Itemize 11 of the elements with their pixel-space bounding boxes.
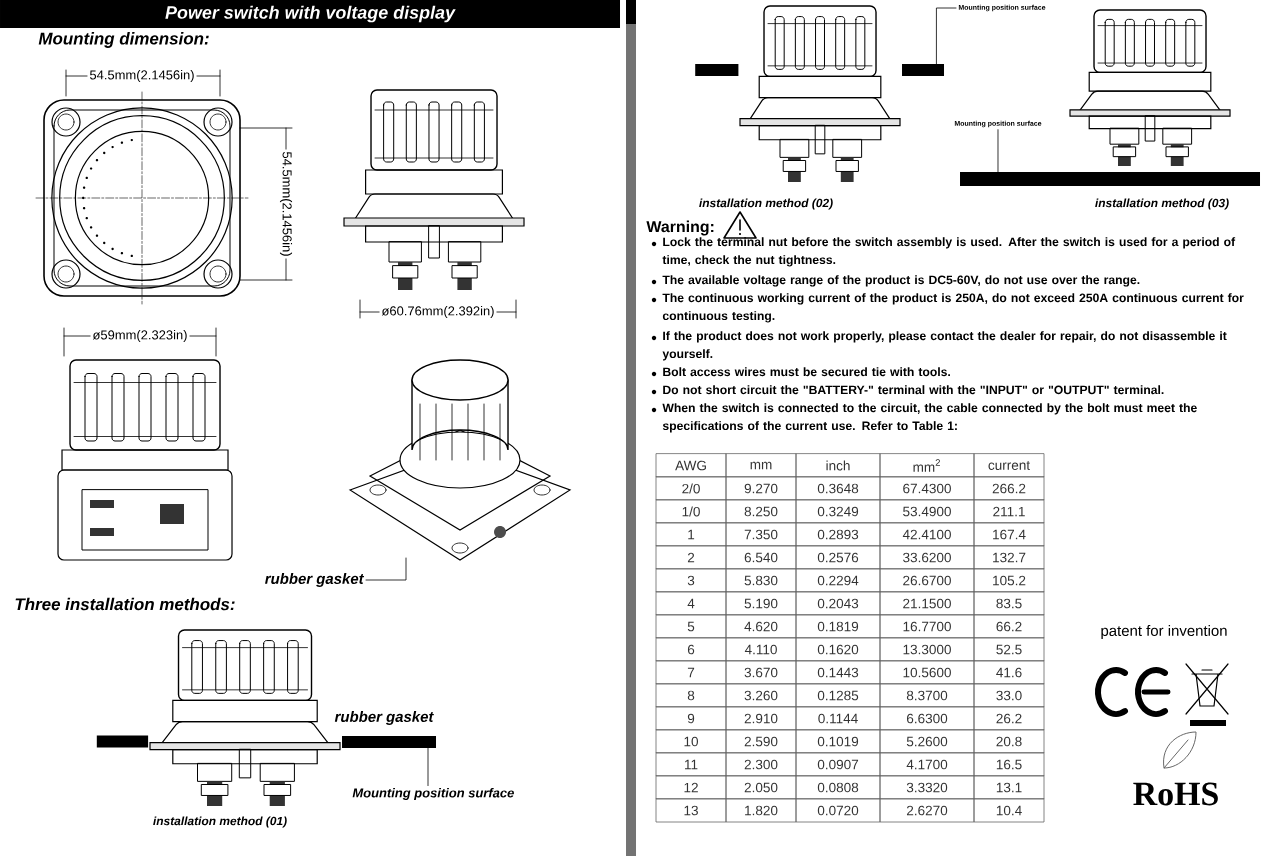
heading: Three installation methods:	[15, 597, 235, 611]
mounting-panel	[902, 64, 944, 76]
mounting-panel	[960, 172, 1260, 186]
rohs-label: RoHS	[1133, 782, 1218, 806]
mounting-panel	[342, 736, 436, 748]
leader-line	[936, 7, 957, 64]
leader-line	[365, 557, 407, 581]
heading: Mounting dimension:	[38, 32, 209, 48]
title-band: Power switch with voltage display	[0, 0, 620, 28]
leader-line	[997, 129, 999, 172]
leader-line	[427, 748, 429, 786]
